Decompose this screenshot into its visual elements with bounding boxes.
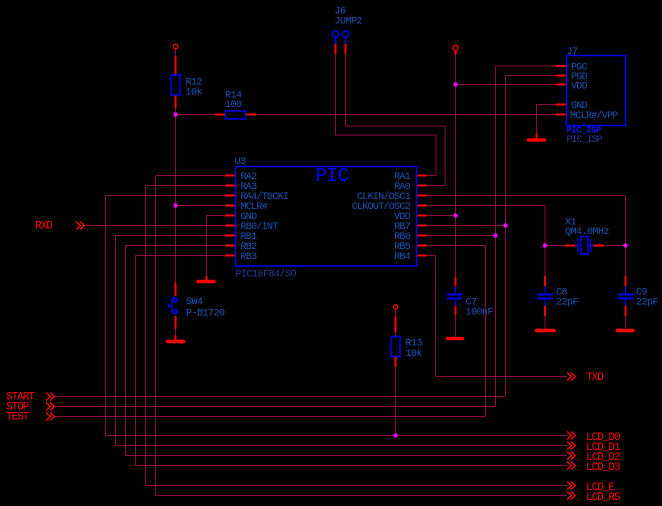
- svg-text:RB6: RB6: [394, 232, 411, 243]
- svg-text:GND: GND: [241, 212, 258, 223]
- svg-text:J6: J6: [335, 7, 347, 18]
- svg-text:LCD_D0: LCD_D0: [586, 432, 620, 444]
- svg-text:LCD_D3: LCD_D3: [586, 462, 620, 474]
- svg-text:100: 100: [225, 100, 242, 111]
- svg-text:P-B1720: P-B1720: [186, 308, 225, 319]
- svg-text:PIC_ISP: PIC_ISP: [567, 135, 603, 146]
- svg-text:LCD_D1: LCD_D1: [586, 442, 621, 454]
- svg-text:PGC: PGC: [571, 63, 588, 74]
- svg-text:X1: X1: [565, 218, 577, 229]
- svg-text:PIC: PIC: [316, 165, 349, 187]
- svg-text:R14: R14: [225, 91, 242, 102]
- svg-text:RB3: RB3: [241, 252, 258, 263]
- svg-text:LCD_E: LCD_E: [586, 482, 615, 494]
- svg-text:J7: J7: [567, 47, 579, 58]
- svg-text:TXD: TXD: [586, 372, 604, 384]
- svg-text:GND: GND: [571, 101, 588, 112]
- svg-text:QM4.0MHz: QM4.0MHz: [565, 227, 610, 238]
- svg-text:VDD: VDD: [571, 82, 588, 93]
- svg-text:MCLR#/VPP: MCLR#/VPP: [570, 110, 618, 122]
- svg-text:VDD: VDD: [394, 212, 411, 223]
- svg-text:CLKIN/OSC1: CLKIN/OSC1: [357, 191, 411, 203]
- svg-text:START: START: [6, 392, 35, 404]
- svg-text:RXD: RXD: [35, 221, 53, 233]
- svg-text:RB1: RB1: [241, 232, 258, 243]
- svg-text:10k: 10k: [186, 87, 203, 99]
- svg-text:PIC16F84/SO: PIC16F84/SO: [236, 269, 297, 281]
- svg-text:RA2: RA2: [241, 172, 258, 183]
- svg-text:PIC_ISP: PIC_ISP: [567, 126, 602, 136]
- svg-text:22pF: 22pF: [556, 298, 579, 309]
- svg-text:RB5: RB5: [394, 242, 411, 253]
- svg-text:R12: R12: [186, 78, 203, 89]
- svg-text:22pF: 22pF: [636, 298, 659, 309]
- svg-text:CLKOUT/OSC2: CLKOUT/OSC2: [352, 201, 411, 213]
- svg-text:JUMP2: JUMP2: [335, 17, 363, 28]
- svg-text:PGD: PGD: [571, 72, 588, 83]
- svg-text:C7: C7: [466, 298, 478, 309]
- svg-text:RA0: RA0: [394, 182, 411, 193]
- svg-text:SW4: SW4: [186, 297, 203, 308]
- svg-text:10k: 10k: [406, 348, 423, 360]
- svg-text:RB2: RB2: [241, 242, 258, 253]
- svg-text:U3: U3: [235, 157, 247, 168]
- svg-text:LCD_RS: LCD_RS: [586, 492, 621, 504]
- svg-text:STOP: STOP: [6, 402, 30, 414]
- svg-text:MCLR#: MCLR#: [241, 202, 268, 213]
- svg-text:RB7: RB7: [394, 222, 411, 233]
- svg-text:C8: C8: [556, 288, 568, 299]
- svg-text:100nF: 100nF: [466, 308, 494, 319]
- svg-text:TEST: TEST: [6, 412, 30, 424]
- svg-text:RB0/INT: RB0/INT: [241, 221, 279, 233]
- svg-text:C9: C9: [636, 288, 648, 299]
- svg-text:LCD_D2: LCD_D2: [586, 452, 620, 464]
- svg-text:RA3: RA3: [241, 182, 258, 193]
- svg-text:RA4/T0CKI: RA4/T0CKI: [241, 191, 289, 203]
- svg-text:RA1: RA1: [394, 172, 411, 183]
- svg-text:R13: R13: [406, 339, 423, 350]
- svg-text:RB4: RB4: [394, 252, 411, 263]
